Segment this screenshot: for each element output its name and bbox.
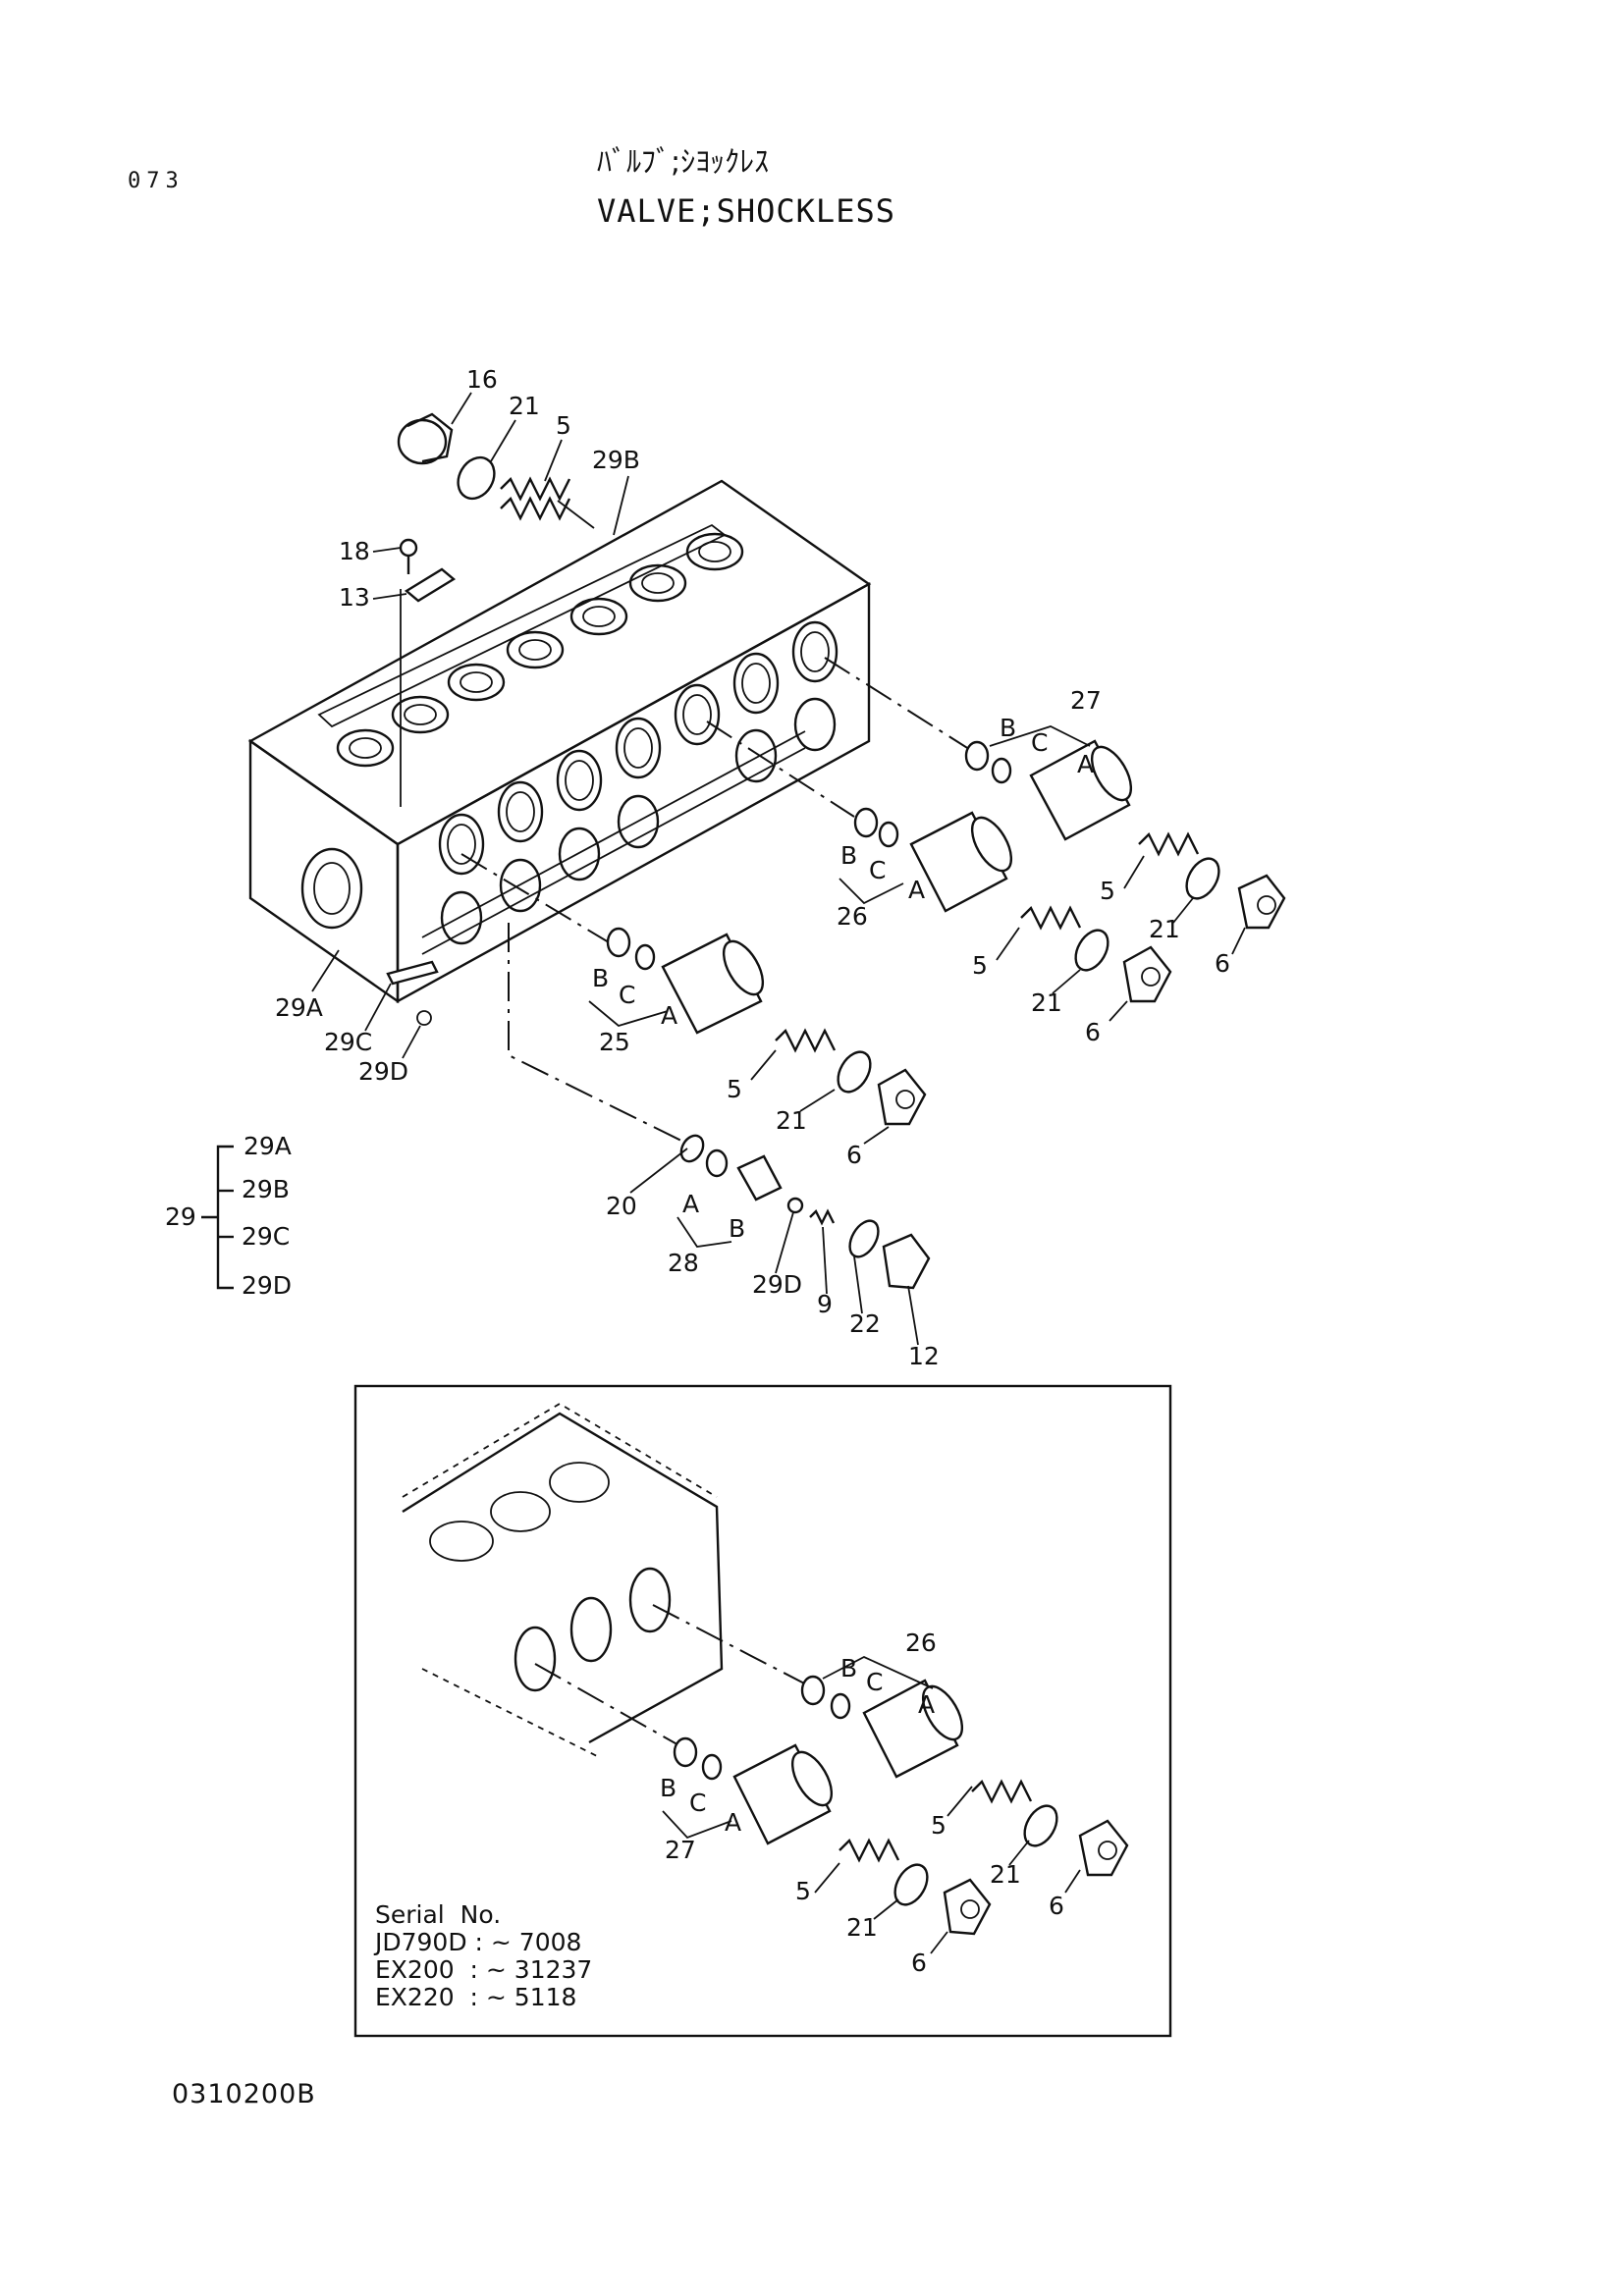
top-plug-group [397, 412, 595, 529]
callout-5-26: 5 [972, 951, 988, 980]
page-number: 073 [128, 169, 185, 193]
legend-29: 29 29A 29B 29C 29D [165, 1132, 292, 1300]
callout-27: 27 [1070, 686, 1102, 715]
callout-27-A: A [1077, 750, 1094, 778]
inset-callout-27: 27 [665, 1836, 696, 1864]
legend-parent: 29 [165, 1202, 196, 1231]
top-ports [336, 532, 744, 768]
inset-callout-27-B: B [660, 1774, 676, 1802]
callout-6-25: 6 [846, 1141, 862, 1169]
plug-29C [386, 960, 439, 986]
cartridge-27 [964, 739, 1286, 930]
cartridge-25 [606, 927, 927, 1126]
inset-callout-5-a: 5 [931, 1811, 947, 1840]
valve-block [247, 479, 872, 1004]
main-callouts: 16 21 5 29B 18 13 27 B C A 5 21 6 B C A … [275, 365, 1230, 1370]
callout-6-27: 6 [1215, 949, 1230, 978]
callout-18: 18 [339, 537, 370, 565]
callout-25: 25 [599, 1028, 630, 1056]
serial-line-ex200: EX200 : ~ 31237 [375, 1955, 593, 1984]
callout-25-C: C [619, 981, 635, 1009]
callout-28-B: B [729, 1214, 745, 1243]
inset-callout-6-b: 6 [911, 1949, 927, 1977]
serial-number-block: Serial No. JD790D : ~ 7008 EX200 : ~ 312… [375, 1901, 592, 2011]
inset-callout-27-C: C [689, 1789, 706, 1817]
title-japanese: ﾊﾞﾙﾌﾞ;ｼﾖｯｸﾚｽ [597, 145, 770, 180]
serial-line-jd790d: JD790D : ~ 7008 [375, 1928, 582, 1956]
callout-26-B: B [840, 841, 857, 870]
inset-callout-26-C: C [866, 1668, 883, 1696]
end-port [300, 847, 363, 930]
callout-22: 22 [849, 1309, 881, 1338]
callout-26: 26 [837, 902, 868, 931]
leader-lines [311, 392, 1246, 1346]
legend-29A: 29A [243, 1132, 292, 1160]
callout-6-26: 6 [1085, 1018, 1101, 1046]
callout-28: 28 [668, 1249, 699, 1277]
inset-callout-27-A: A [725, 1808, 741, 1837]
callout-29D-b: 29D [752, 1270, 802, 1299]
legend-29C: 29C [242, 1222, 290, 1251]
callout-5-25: 5 [727, 1075, 742, 1103]
callout-9: 9 [817, 1290, 833, 1318]
cartridge-28 [679, 1134, 931, 1290]
callout-13: 13 [339, 583, 370, 612]
callout-27-B: B [1000, 714, 1016, 742]
serial-title: Serial No. [375, 1900, 502, 1929]
inset-callout-26: 26 [905, 1629, 937, 1657]
screw-18-plate-13 [399, 538, 457, 807]
inset-callout-5-b: 5 [795, 1877, 811, 1905]
callout-16: 16 [466, 365, 498, 394]
callout-29B: 29B [592, 446, 640, 474]
callout-27-C: C [1031, 728, 1048, 757]
callout-25-A: A [661, 1001, 677, 1030]
inset-callout-21-a: 21 [990, 1860, 1021, 1889]
document-code: 0310200B [172, 2079, 316, 2109]
inset-callout-26-B: B [840, 1654, 857, 1682]
front-ports [438, 620, 839, 945]
callout-5-27: 5 [1100, 877, 1115, 905]
cartridge-26 [853, 807, 1172, 1003]
callout-26-A: A [908, 876, 925, 904]
callout-20: 20 [606, 1192, 637, 1220]
callout-28-A: A [682, 1190, 699, 1218]
legend-29D: 29D [242, 1271, 292, 1300]
inset-callout-21-b: 21 [846, 1913, 878, 1942]
legend-29B: 29B [242, 1175, 290, 1203]
callout-29D: 29D [358, 1057, 408, 1086]
inset-box: 26 B C A 5 21 6 B C A 27 5 21 6 [353, 1384, 1172, 2038]
title-english: VALVE;SHOCKLESS [597, 192, 895, 230]
callout-21-26: 21 [1031, 988, 1062, 1017]
inset-callout-26-A: A [918, 1690, 935, 1719]
callout-12: 12 [908, 1342, 940, 1370]
callout-21: 21 [509, 392, 540, 420]
inset-callout-6-a: 6 [1049, 1892, 1064, 1920]
callout-25-B: B [592, 964, 609, 992]
callout-29A: 29A [275, 993, 323, 1022]
serial-line-ex220: EX220 : ~ 5118 [375, 1983, 577, 2011]
callout-26-C: C [869, 856, 886, 884]
callout-29C: 29C [324, 1028, 372, 1056]
callout-5: 5 [556, 411, 571, 440]
